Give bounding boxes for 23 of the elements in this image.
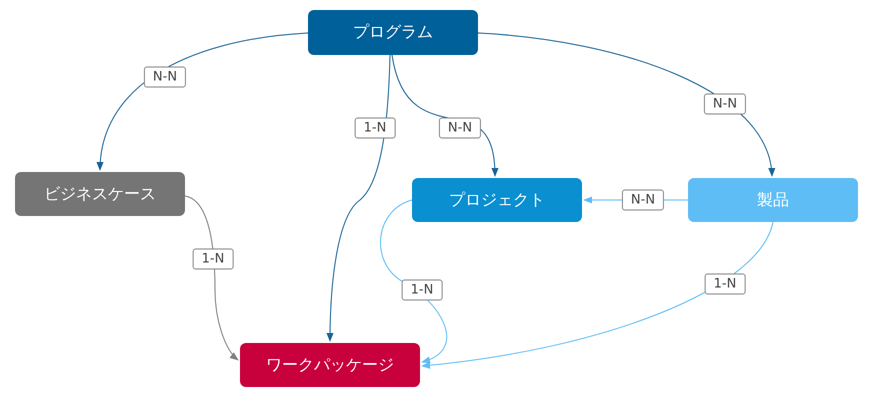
entity-label: ビジネスケース	[44, 184, 156, 204]
arrow	[478, 32, 774, 177]
edge-label: N-N	[144, 66, 186, 88]
entity-label: ワークパッケージ	[266, 354, 394, 376]
entity-box	[412, 178, 582, 222]
arrow	[97, 32, 308, 171]
entity-label: プログラム	[353, 22, 433, 43]
edge-label: 1-N	[704, 274, 746, 294]
entity-box	[15, 172, 185, 216]
edge-label: 1-N	[192, 248, 234, 270]
edge-label: N-N	[704, 94, 746, 114]
entity-box	[240, 343, 420, 387]
edge-label: N-N	[622, 190, 664, 210]
edge-label: 1-N	[402, 280, 442, 300]
entity-label: 製品	[757, 190, 789, 210]
arrow	[326, 54, 390, 342]
edge-label: N-N	[438, 118, 482, 138]
entity-label: プロジェクト	[449, 190, 545, 210]
entity-box	[308, 10, 478, 55]
arrow	[421, 222, 774, 369]
arrow	[184, 196, 239, 361]
edge-label: 1-N	[354, 118, 396, 138]
entity-box	[688, 178, 858, 222]
